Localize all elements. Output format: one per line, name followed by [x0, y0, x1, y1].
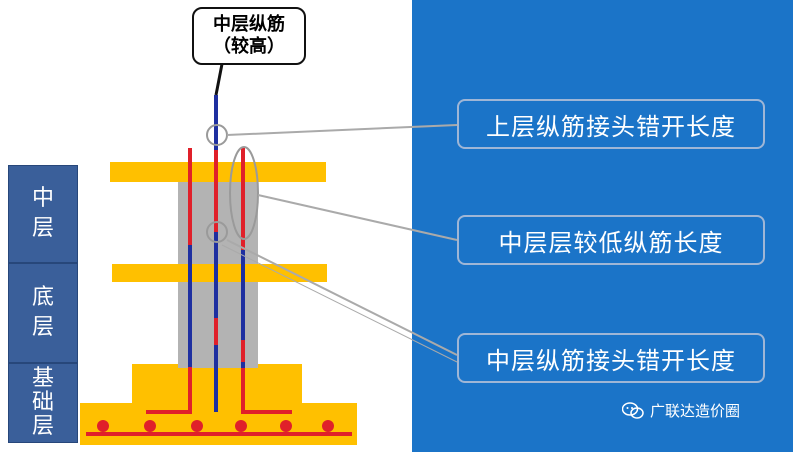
rebar-dot	[235, 420, 247, 432]
leader-3b	[221, 244, 458, 363]
rebar-dot	[97, 420, 109, 432]
rebar-dot	[144, 420, 156, 432]
marker-tall-ellipse	[229, 146, 259, 240]
slab-bottom-top	[112, 264, 327, 282]
callout-text: 上层纵筋接头错开长度	[486, 112, 736, 141]
marker-mid-circle	[206, 221, 228, 243]
floor-label-text: 底层	[31, 285, 54, 340]
bubble-line-2: （较高）	[213, 36, 285, 57]
rebar-callout-bubble: 中层纵筋 （较高）	[192, 7, 306, 65]
leader-2	[257, 194, 458, 241]
foundation-bar-dots	[97, 420, 334, 432]
floor-label-text: 中层	[31, 186, 54, 241]
floor-label-foundation: 基础层	[8, 363, 78, 443]
foundation-base	[80, 403, 357, 445]
callout-text: 中层层较低纵筋长度	[498, 228, 724, 257]
rebar-dot	[191, 420, 203, 432]
callout-middle-low-bar: 中层层较低纵筋长度	[457, 215, 765, 265]
floor-label-bottom: 底层	[8, 263, 78, 363]
watermark: 广联达造价圈	[622, 400, 740, 421]
wechat-icon	[622, 401, 644, 419]
leader-3a	[226, 239, 458, 356]
floor-label-text: 基础层	[31, 366, 54, 439]
bubble-pointer	[214, 63, 224, 96]
callout-text: 中层纵筋接头错开长度	[486, 346, 736, 375]
rebar-dot	[322, 420, 334, 432]
rebar-dot	[280, 420, 292, 432]
callout-middle-splice: 中层纵筋接头错开长度	[457, 333, 765, 383]
callout-upper-splice: 上层纵筋接头错开长度	[457, 99, 765, 149]
leader-1	[226, 124, 458, 136]
bubble-line-1: 中层纵筋	[213, 14, 285, 35]
watermark-text: 广联达造价圈	[650, 402, 741, 420]
floor-label-middle: 中层	[8, 165, 78, 263]
